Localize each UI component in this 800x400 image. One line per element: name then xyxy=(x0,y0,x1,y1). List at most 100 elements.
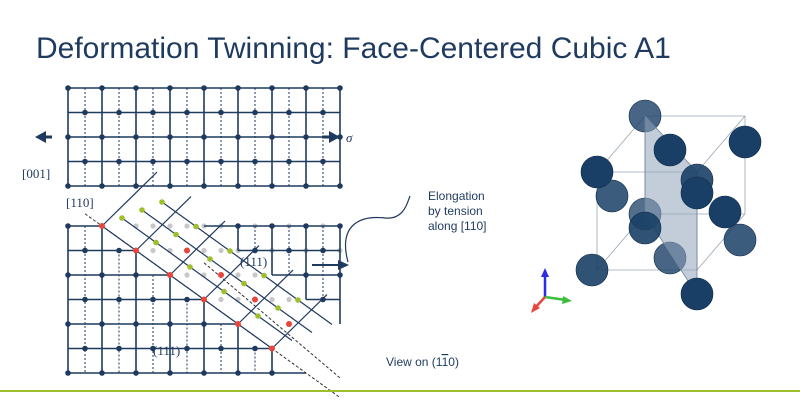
lattice-atom xyxy=(269,134,275,140)
lattice-atom xyxy=(218,109,224,116)
lattice-atom xyxy=(269,183,275,189)
twin-parallel-line xyxy=(101,225,273,349)
twin-boundary-atom xyxy=(133,247,139,254)
lattice-atom xyxy=(218,158,224,165)
fcc-unit-cell xyxy=(575,99,762,311)
matrix-atom xyxy=(184,296,190,303)
lattice-atom xyxy=(184,109,190,116)
lattice-atom xyxy=(320,109,326,116)
callout-line-3: along [110] xyxy=(428,219,487,233)
matrix-atom xyxy=(337,272,343,278)
lattice-atom xyxy=(303,134,309,140)
page-title: Deformation Twinning: Face-Centered Cubi… xyxy=(36,32,671,65)
top-lattice xyxy=(65,85,343,189)
lattice-atom xyxy=(303,183,309,189)
twin-interior-atom xyxy=(153,239,159,246)
matrix-atom xyxy=(303,272,309,278)
twin-interior-atom xyxy=(193,223,199,230)
lattice-atom xyxy=(201,134,207,140)
ghost-atom xyxy=(286,296,292,303)
twin-interior-atom xyxy=(221,288,227,295)
ghost-atom xyxy=(218,296,224,303)
matrix-atom xyxy=(116,247,122,254)
lattice-atom xyxy=(303,85,309,91)
matrix-atom xyxy=(150,345,156,352)
twin-parallel-line xyxy=(121,217,293,341)
cube-atom xyxy=(708,195,742,229)
matrix-atom xyxy=(82,296,88,303)
twin-interior-atom xyxy=(119,215,125,221)
matrix-atom xyxy=(337,223,343,229)
twin-shear-line xyxy=(169,220,226,276)
axes-triad-icon xyxy=(531,268,572,313)
matrix-atom xyxy=(235,370,241,376)
ghost-atom xyxy=(252,272,258,278)
lattice-atom xyxy=(286,109,292,116)
lattice-atom xyxy=(116,158,122,165)
cube-atom xyxy=(580,155,614,189)
twin-interior-atom xyxy=(295,297,301,303)
matrix-atom xyxy=(269,370,275,376)
matrix-atom xyxy=(201,321,207,327)
lattice-atom xyxy=(133,183,139,189)
twin-interior-atom xyxy=(255,313,261,319)
twin-shear-line xyxy=(101,171,158,227)
cube-atom xyxy=(653,133,687,167)
twinned-lattice xyxy=(65,171,343,398)
twin-boundary-atom xyxy=(201,296,207,303)
arrow-right-icon xyxy=(322,131,340,143)
lattice-atom xyxy=(150,158,156,165)
matrix-atom xyxy=(65,321,71,327)
matrix-atom xyxy=(99,370,105,376)
lattice-atom xyxy=(167,85,173,91)
ghost-atom xyxy=(184,223,190,229)
twin-shear-line xyxy=(271,294,328,349)
direction-001-label: [001] xyxy=(22,166,50,181)
twin-interior-atom xyxy=(241,280,247,287)
matrix-atom xyxy=(65,223,71,229)
lattice-atom xyxy=(286,158,292,165)
ghost-atom xyxy=(218,247,224,254)
lattice-atom xyxy=(235,183,241,189)
twin-boundary-atom xyxy=(167,272,173,278)
matrix-atom xyxy=(99,321,105,327)
twin-interior-atom xyxy=(173,231,179,238)
lattice-atom xyxy=(150,109,156,116)
lattice-atom xyxy=(116,109,122,116)
matrix-atom xyxy=(99,272,105,278)
lattice-atom xyxy=(99,85,105,91)
lattice-atom xyxy=(82,109,88,116)
cube-atom xyxy=(575,253,609,287)
twin-shear-line xyxy=(135,196,192,251)
lattice-atom xyxy=(65,134,71,140)
ghost-atom xyxy=(184,272,190,278)
matrix-atom xyxy=(116,296,122,303)
matrix-atom xyxy=(150,296,156,303)
lattice-atom xyxy=(65,183,71,189)
matrix-atom xyxy=(252,345,258,352)
ghost-atom xyxy=(269,296,275,303)
twin-interior-atom xyxy=(139,207,145,213)
twin-shear-line xyxy=(203,245,260,300)
lattice-atom xyxy=(201,85,207,91)
matrix-atom xyxy=(218,345,224,352)
twin-shear-line xyxy=(237,269,294,325)
cube-atom xyxy=(680,176,714,210)
lattice-atom xyxy=(252,109,258,116)
twin-parallel-line xyxy=(141,209,313,333)
lattice-atom xyxy=(99,183,105,189)
matrix-atom xyxy=(167,370,173,376)
ghost-atom xyxy=(201,247,207,254)
twin-boundary-atom xyxy=(218,272,224,278)
plane-111-lower-label: (111) xyxy=(153,343,180,358)
matrix-atom xyxy=(133,370,139,376)
matrix-atom xyxy=(286,247,292,254)
direction-110-label: [110] xyxy=(66,195,94,210)
twin-interior-atom xyxy=(207,256,213,262)
tension-arrow-icon xyxy=(312,260,349,270)
twin-boundary-atom xyxy=(286,321,292,327)
matrix-atom xyxy=(201,370,207,376)
lattice-atom xyxy=(201,183,207,189)
callout-line-2: by tension xyxy=(428,204,483,218)
cube-atom xyxy=(680,277,714,311)
